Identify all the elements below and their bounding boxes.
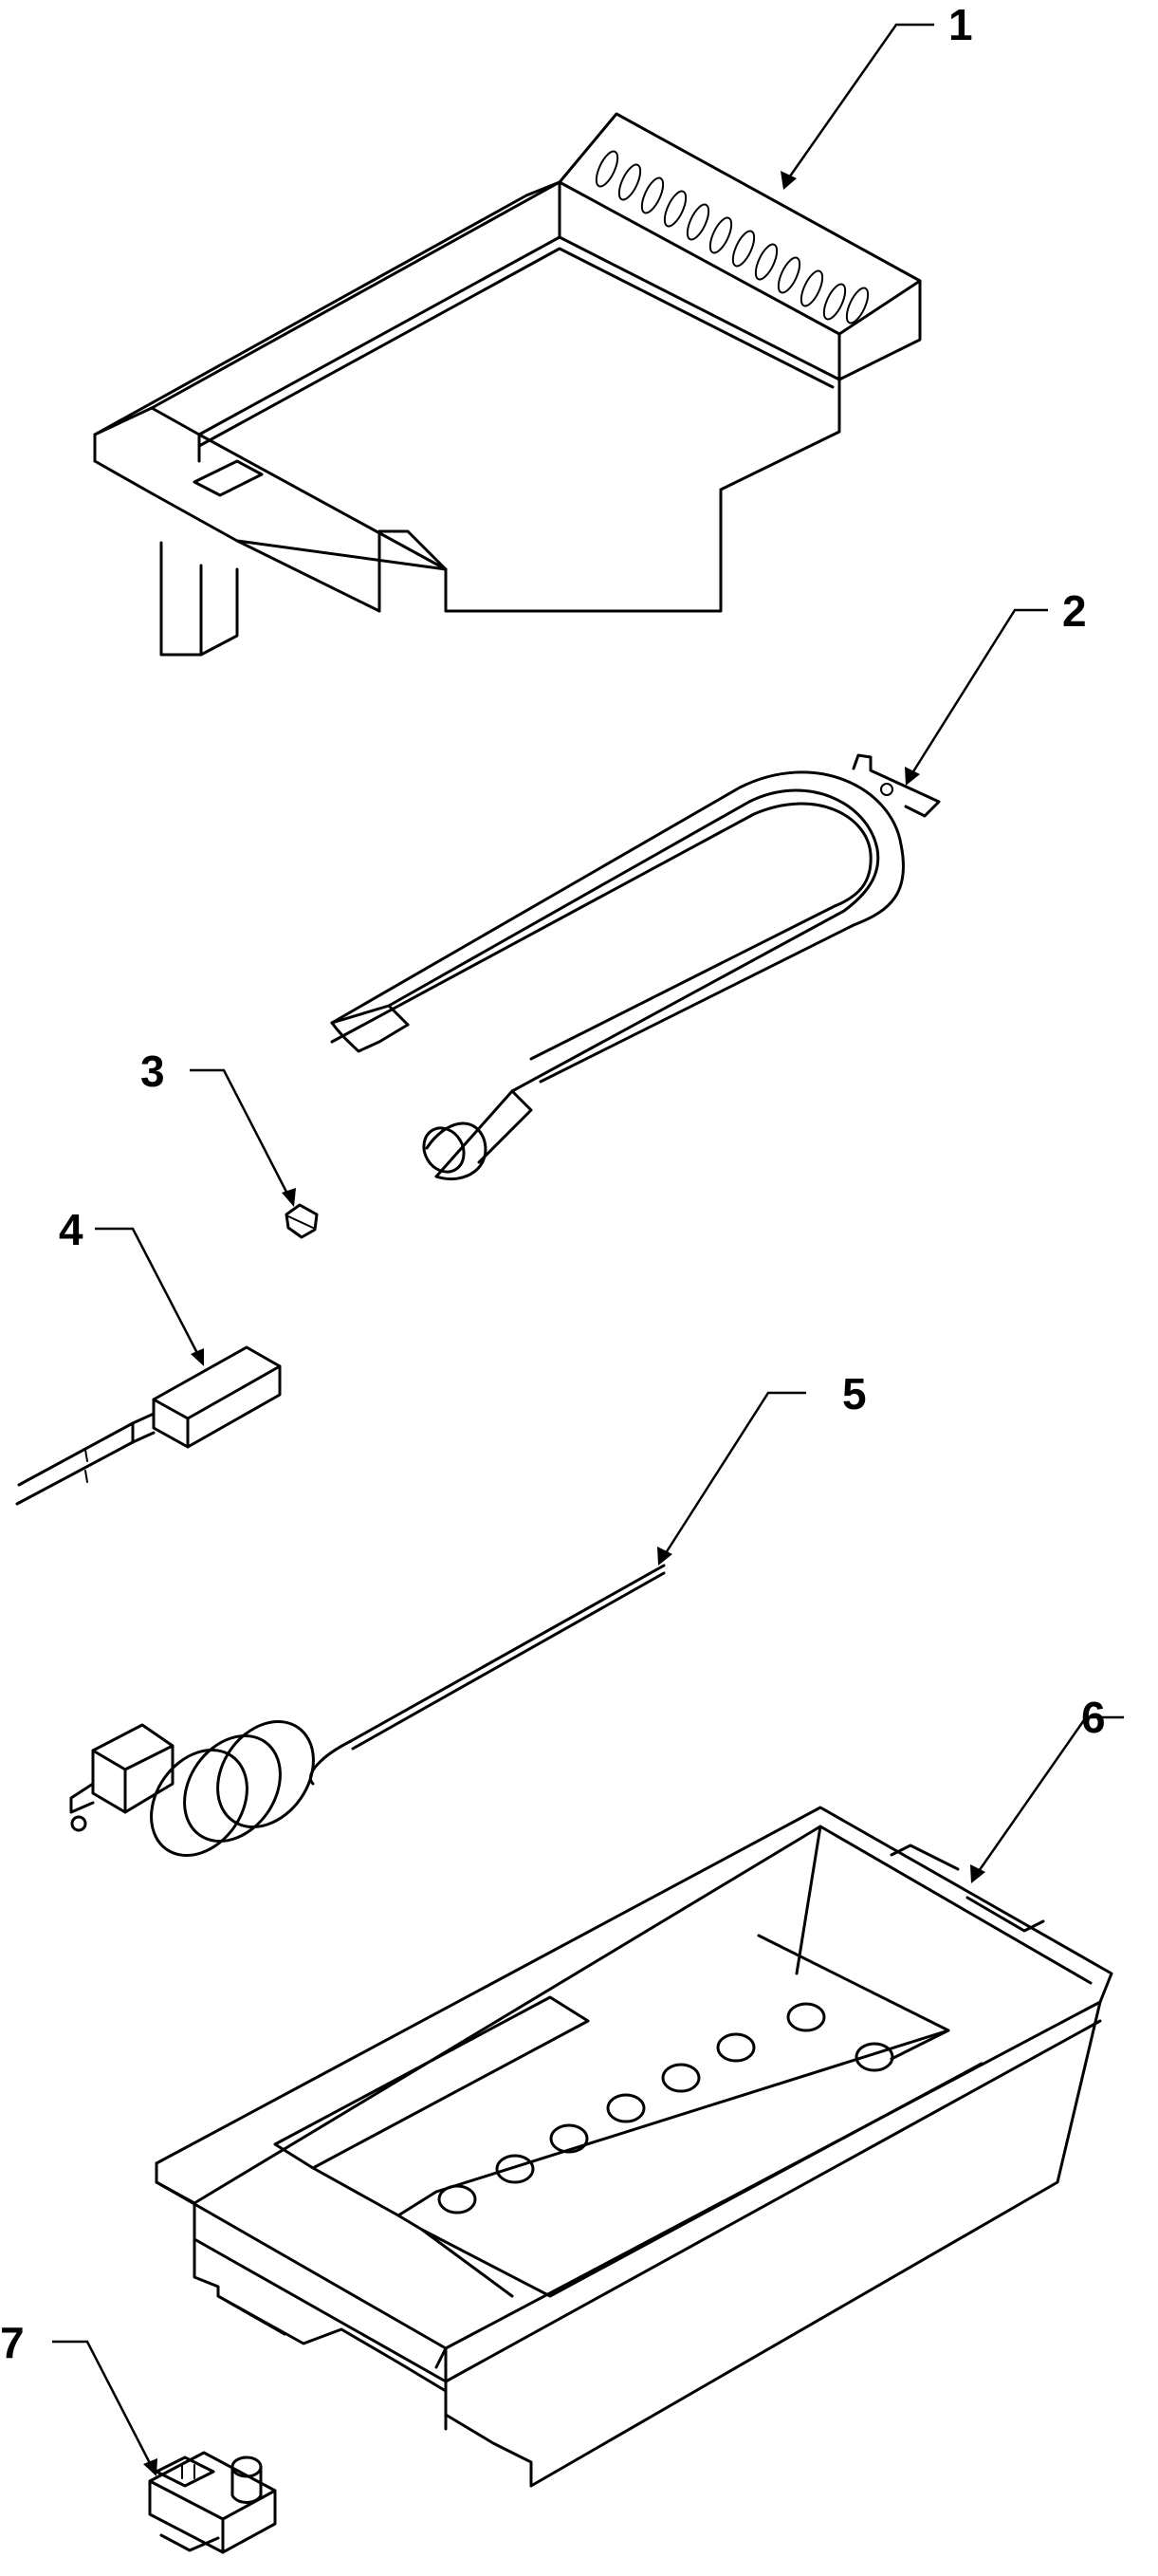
part-2-burner: 2 xyxy=(330,586,1087,1181)
callout-4: 4 xyxy=(59,1205,83,1254)
part-4-electrode: 4 xyxy=(15,1205,282,1506)
callout-7: 7 xyxy=(0,2318,25,2367)
callout-3: 3 xyxy=(140,1047,165,1096)
callout-5: 5 xyxy=(842,1369,867,1418)
part-3-screw: 3 xyxy=(140,1047,319,1239)
part-7-igniter-switch: 7 xyxy=(0,2318,277,2554)
part-5-thermocouple: 5 xyxy=(69,1369,867,1858)
part-1-griddle: 1 xyxy=(93,0,973,657)
callout-6: 6 xyxy=(1081,1693,1106,1742)
callout-2: 2 xyxy=(1062,586,1087,636)
callout-1: 1 xyxy=(948,0,973,49)
part-6-burner-box: 6 xyxy=(155,1693,1124,2488)
